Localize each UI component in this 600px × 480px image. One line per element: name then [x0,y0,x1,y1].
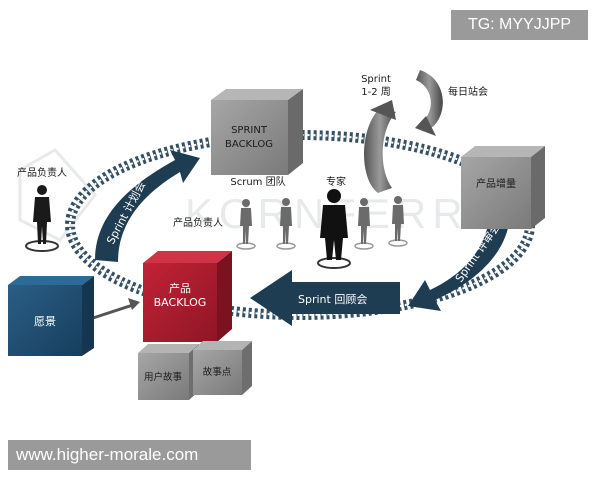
story-points-box: 故事点 [193,341,252,395]
product-backlog-label-line2: BACKLOG [154,296,207,309]
product-backlog-box: 产品 BACKLOG [143,251,232,342]
sprint-backlog-label-line2: BACKLOG [225,139,273,150]
product-increment-label: 产品增量 [476,177,516,190]
sprint-duration-line2: 1-2 周 [361,86,391,98]
vision-to-backlog-arrow [92,298,140,320]
team-member-icon [236,199,256,250]
channel-tag: TG: MYYJJPP [451,10,588,40]
sprint-retrospective-label: Sprint 回顾会 [298,293,367,306]
sprint-loop-icon: Sprint 1-2 周 每日站会 [361,70,488,193]
sprint-duration-line1: Sprint [361,74,391,85]
user-story-box: 用户故事 [138,344,199,400]
person-icon [33,185,51,244]
daily-standup-label: 每日站会 [448,85,488,98]
product-owner-left-label: 产品负责人 [17,166,67,179]
website-url-tag: www.higher-morale.com [8,440,251,470]
story-points-label: 故事点 [203,366,232,378]
scrum-team-label: Scrum 团队 [230,175,285,188]
vision-label: 愿景 [34,315,56,328]
sprint-retrospective-arrow: Sprint 回顾会 [250,270,400,326]
expert-person-icon [317,189,351,269]
team-member-icon [354,198,374,250]
product-backlog-label-line1: 产品 [169,281,191,295]
team-member-icon [388,196,408,247]
product-owner-center-label: 产品负责人 [173,216,223,229]
sprint-backlog-box: SPRINT BACKLOG [211,89,303,175]
product-owner-left: 产品负责人 [17,166,67,252]
team-member-icon [276,198,296,250]
product-increment-box: 产品增量 [461,146,545,229]
vision-box: 愿景 [8,276,94,356]
user-story-label: 用户故事 [144,371,183,383]
scrum-team-group: Scrum 团队 专家 产品负责人 [173,175,408,269]
expert-label: 专家 [326,175,346,188]
sprint-backlog-label-line1: SPRINT [231,125,268,136]
